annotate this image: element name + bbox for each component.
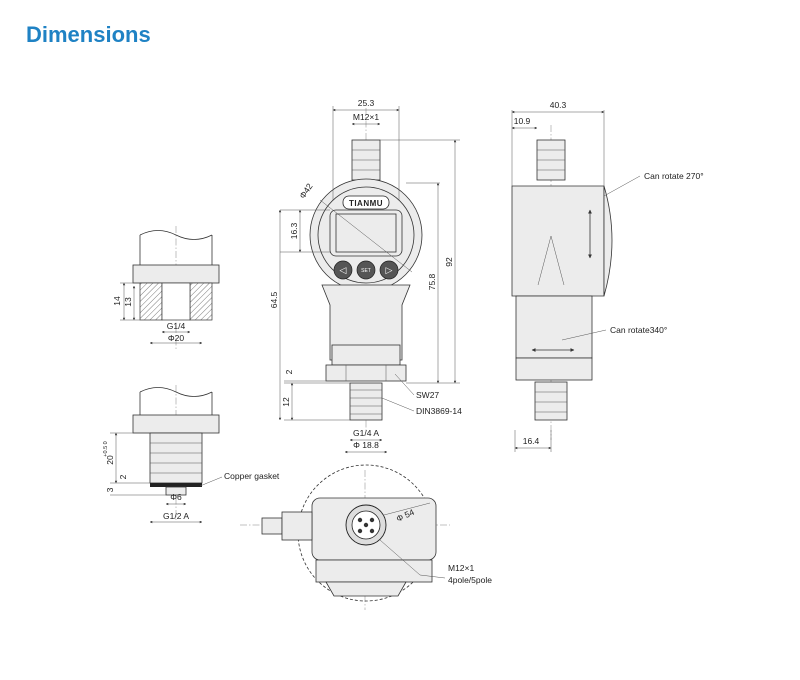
- label-seal-standard: DIN3869-14: [416, 406, 462, 416]
- dim-dial-dia: Φ42: [297, 181, 315, 200]
- dim-fem-14: 14: [112, 296, 122, 306]
- dim-front-width: 25.3: [358, 98, 375, 108]
- left-button[interactable]: [333, 260, 353, 280]
- dim-display-height: 16.3: [289, 222, 299, 239]
- dim-housing-height: 75.8: [427, 273, 437, 290]
- dim-side-bottom: 16.4: [523, 436, 540, 446]
- dim-seal-dia: Φ 18.8: [353, 440, 379, 450]
- copper-gasket-shape: [150, 483, 202, 487]
- page-title: Dimensions: [26, 22, 151, 47]
- male-thread-detail: 20 +0.5 0 2 3 Φ6 G1/2 A Copper gasket: [103, 385, 280, 524]
- label-top-pole: 4pole/5pole: [448, 575, 492, 585]
- dim-low-2: 2: [118, 474, 128, 479]
- right-button[interactable]: [379, 260, 399, 280]
- front-view: TIANMU ◁ SET ▷ 25.3 M12×1 Φ42 16.3: [269, 98, 462, 454]
- female-thread-detail: 14 13 G1/4 Φ20: [112, 226, 220, 350]
- brand-badge: [342, 195, 390, 210]
- dim-low-phi6: Φ6: [170, 492, 182, 502]
- dim-fem-thread: G1/4: [167, 321, 186, 331]
- dim-front-connector: M12×1: [353, 112, 379, 122]
- dim-low-tol: +0.5 0: [103, 441, 109, 456]
- side-view: 40.3 10.9 Can rotate 270° Can rotate340°…: [511, 100, 704, 452]
- dim-low-thread: G1/2 A: [163, 511, 189, 521]
- label-top-connector: M12×1: [448, 563, 474, 573]
- dim-nut-gap: 2: [284, 369, 294, 374]
- brand-label: TIANMU: [349, 199, 383, 208]
- label-wrench: SW27: [416, 390, 439, 400]
- dim-thread-a: G1/4 A: [353, 428, 379, 438]
- set-button[interactable]: [356, 260, 376, 280]
- label-rotate-270: Can rotate 270°: [644, 171, 704, 181]
- dim-fem-dia: Φ20: [168, 333, 185, 343]
- dim-thread-len: 12: [281, 397, 291, 407]
- dim-side-offset: 10.9: [514, 116, 531, 126]
- dim-overall-height: 92: [444, 257, 454, 267]
- dim-side-width: 40.3: [550, 100, 567, 110]
- dim-body-height: 64.5: [269, 291, 279, 308]
- set-icon: SET: [361, 268, 371, 274]
- dim-fem-13: 13: [123, 297, 133, 307]
- dim-low-3: 3: [105, 487, 115, 492]
- dim-low-20: 20: [105, 455, 115, 465]
- label-rotate-340: Can rotate340°: [610, 325, 667, 335]
- arrow-right-icon: ▷: [386, 265, 393, 275]
- arrow-left-icon: ◁: [340, 265, 347, 275]
- label-copper-gasket: Copper gasket: [224, 471, 280, 481]
- top-view: Φ 54 M12×1 4pole/5pole: [240, 464, 492, 610]
